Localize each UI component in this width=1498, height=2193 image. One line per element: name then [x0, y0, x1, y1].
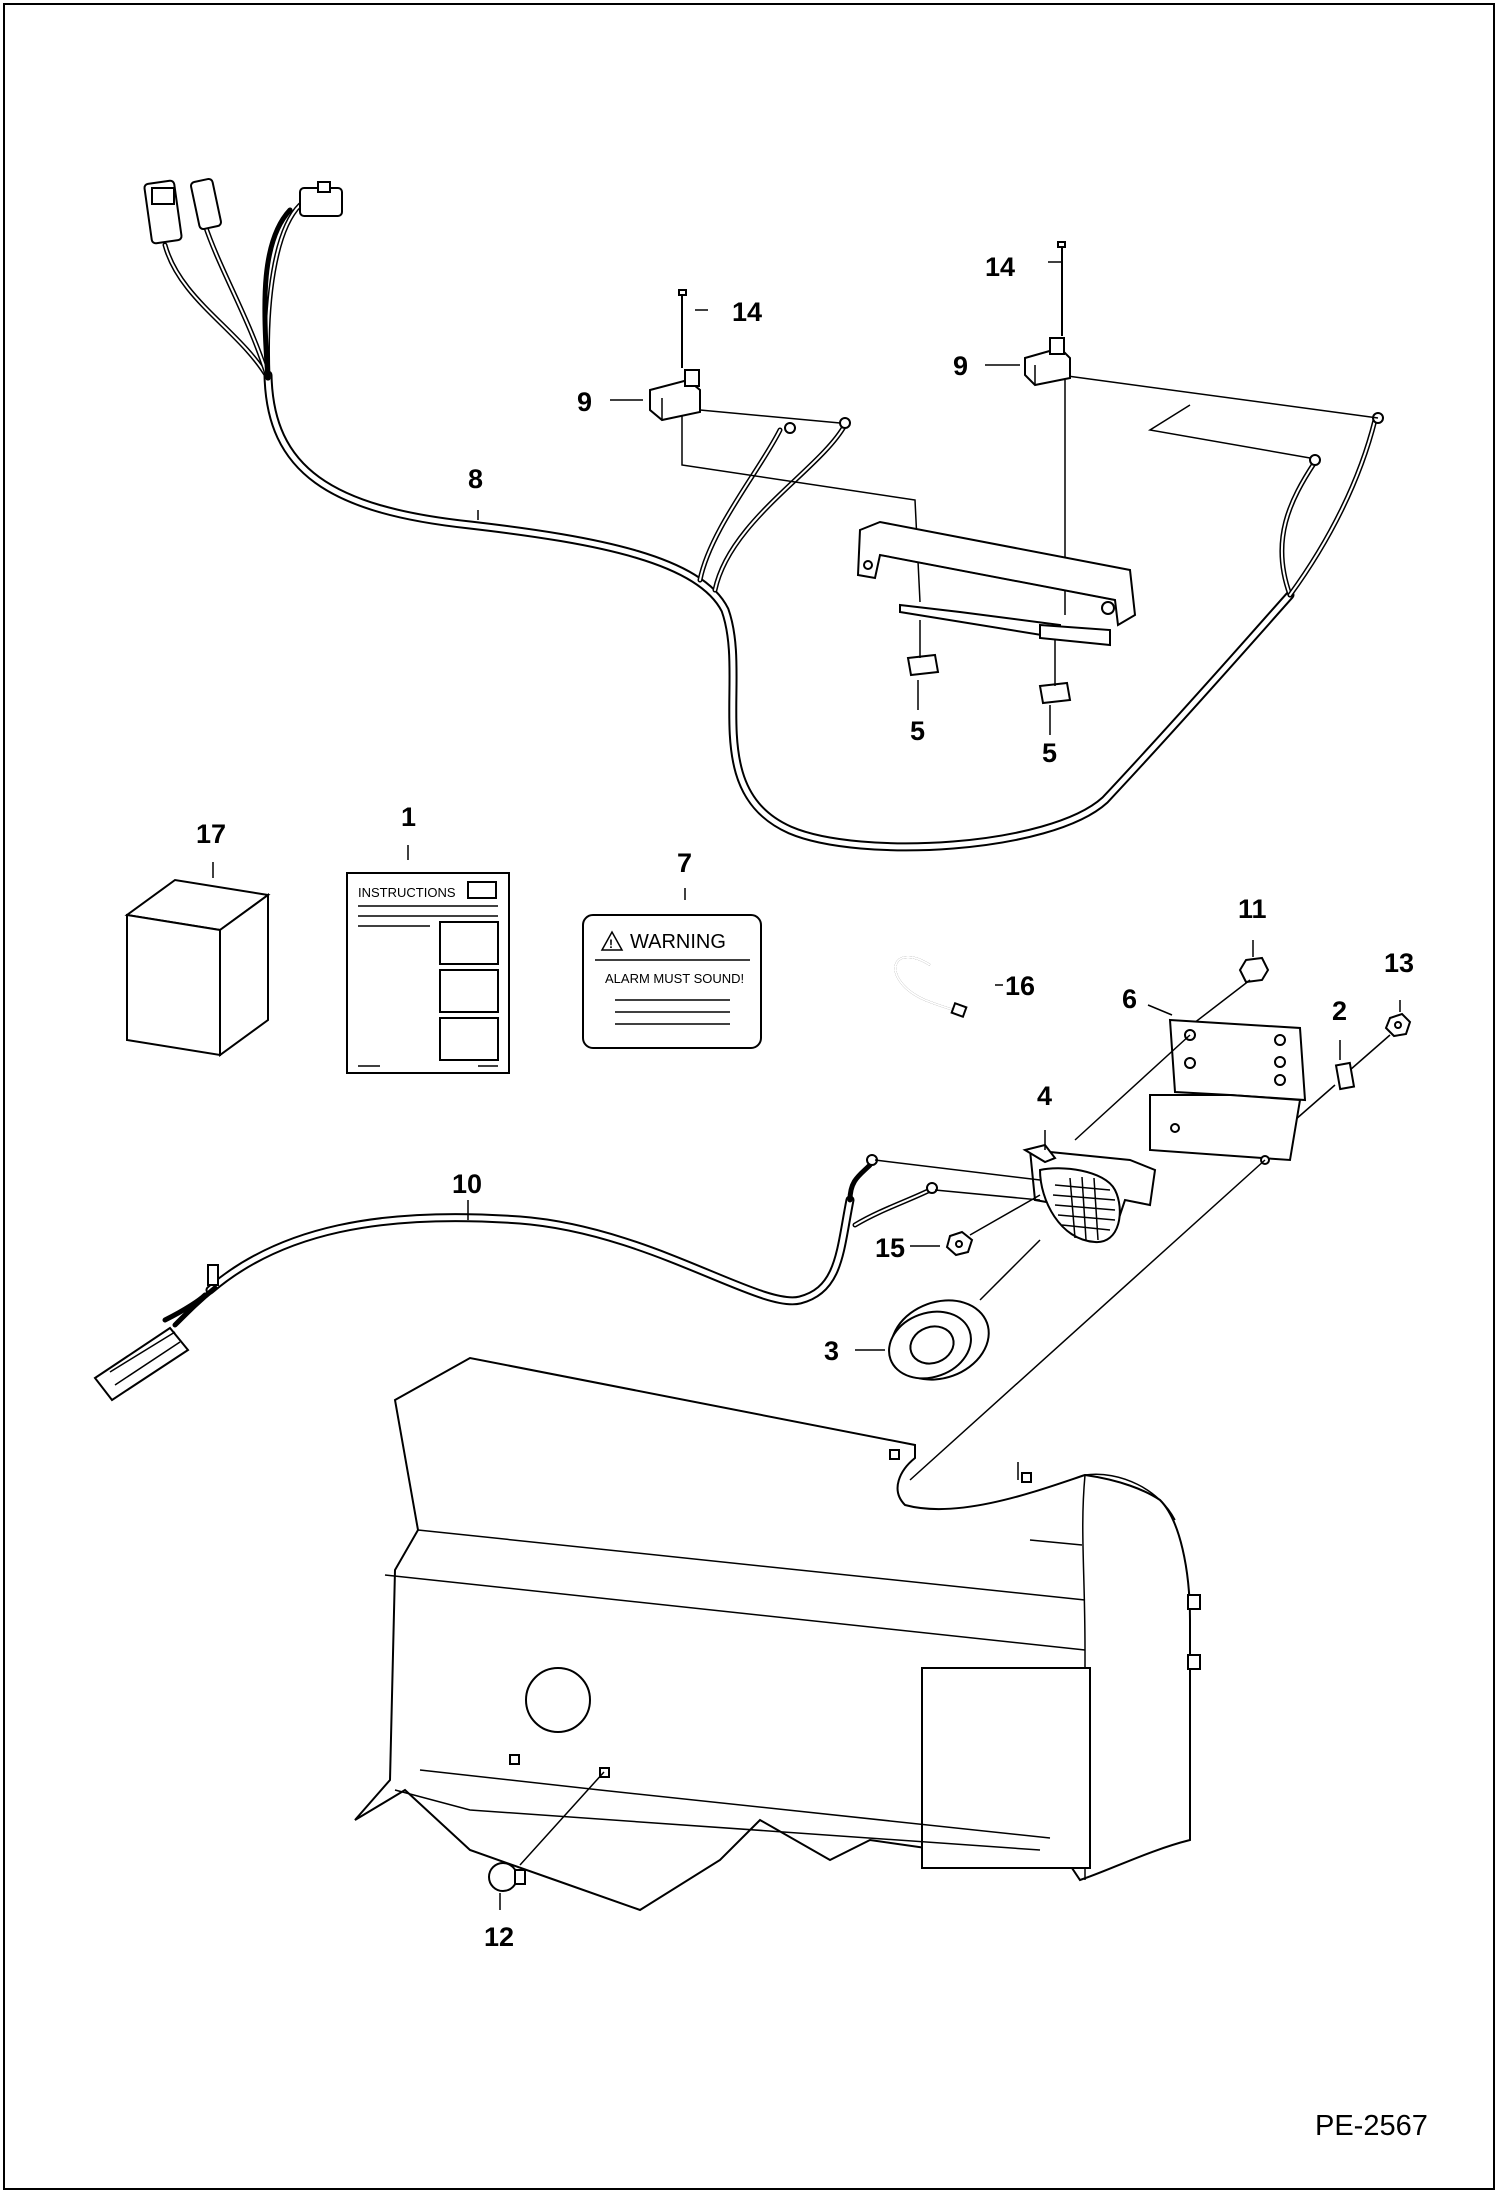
instructions-title: INSTRUCTIONS: [358, 885, 456, 900]
mounting-plate-6: [909, 1018, 1307, 1481]
callout-15: 15: [875, 1233, 905, 1263]
instruction-sheet-1: INSTRUCTIONS: [346, 872, 510, 1074]
bolt-11: [1184, 956, 1270, 1031]
cable-tie-16: [894, 956, 968, 1019]
callout-16: 16: [1005, 971, 1035, 1001]
mounting-bracket: [856, 520, 1137, 647]
spacer-5-right: [1038, 681, 1072, 705]
alarm-grille: [1052, 1176, 1116, 1241]
drawing-frame: [3, 3, 1495, 2190]
warning-title: WARNING: [630, 931, 726, 953]
callout-9-right: 9: [953, 351, 968, 381]
callout-5-right: 5: [1042, 738, 1057, 768]
callout-9-left: 9: [577, 387, 592, 417]
screw-14-left: [678, 289, 687, 368]
callout-8: 8: [468, 464, 483, 494]
callout-2: 2: [1332, 996, 1347, 1026]
callout-10: 10: [452, 1169, 482, 1199]
callout-14-right: 14: [985, 252, 1015, 282]
warning-decal-7: ! WARNING ALARM MUST SOUND!: [582, 914, 762, 1049]
relay-9-left: [649, 369, 701, 422]
callout-17: 17: [196, 819, 226, 849]
callout-3: 3: [824, 1336, 839, 1366]
drawing-code: PE-2567: [1315, 2110, 1428, 2142]
callout-13: 13: [1384, 948, 1414, 978]
callout-14-left: 14: [732, 297, 762, 327]
callout-7: 7: [677, 848, 692, 878]
plug-12: [488, 1771, 605, 1892]
callout-4: 4: [1037, 1081, 1052, 1111]
callout-12: 12: [484, 1922, 514, 1952]
spacer-5-left: [906, 653, 940, 677]
clip-nut-2: [1294, 1061, 1356, 1121]
svg-text:!: !: [609, 937, 613, 951]
callout-leaders: [212, 261, 1401, 1910]
callout-1: 1: [401, 802, 416, 832]
callout-6: 6: [1122, 984, 1137, 1014]
callout-5-left: 5: [910, 716, 925, 746]
relay-9-right: [1024, 337, 1071, 387]
warning-subtitle: ALARM MUST SOUND!: [605, 971, 744, 986]
machine-rear-panel: [354, 1356, 1201, 1912]
box-17: [124, 878, 271, 1057]
nut-13: [1349, 1012, 1412, 1071]
grommet-3: [888, 1239, 1041, 1381]
callout-numbers: 14 14 9 9 8 5 5 17 1 7 16 11 13 2 6 4 10…: [196, 252, 1414, 1952]
wire-harness-10: [93, 1154, 1041, 1402]
callout-11: 11: [1238, 894, 1267, 924]
screw-14-right: [1057, 241, 1066, 336]
wire-harness-8: [143, 177, 1384, 852]
nut-15: [945, 1194, 1041, 1257]
backup-alarm-4: [1022, 1143, 1157, 1244]
